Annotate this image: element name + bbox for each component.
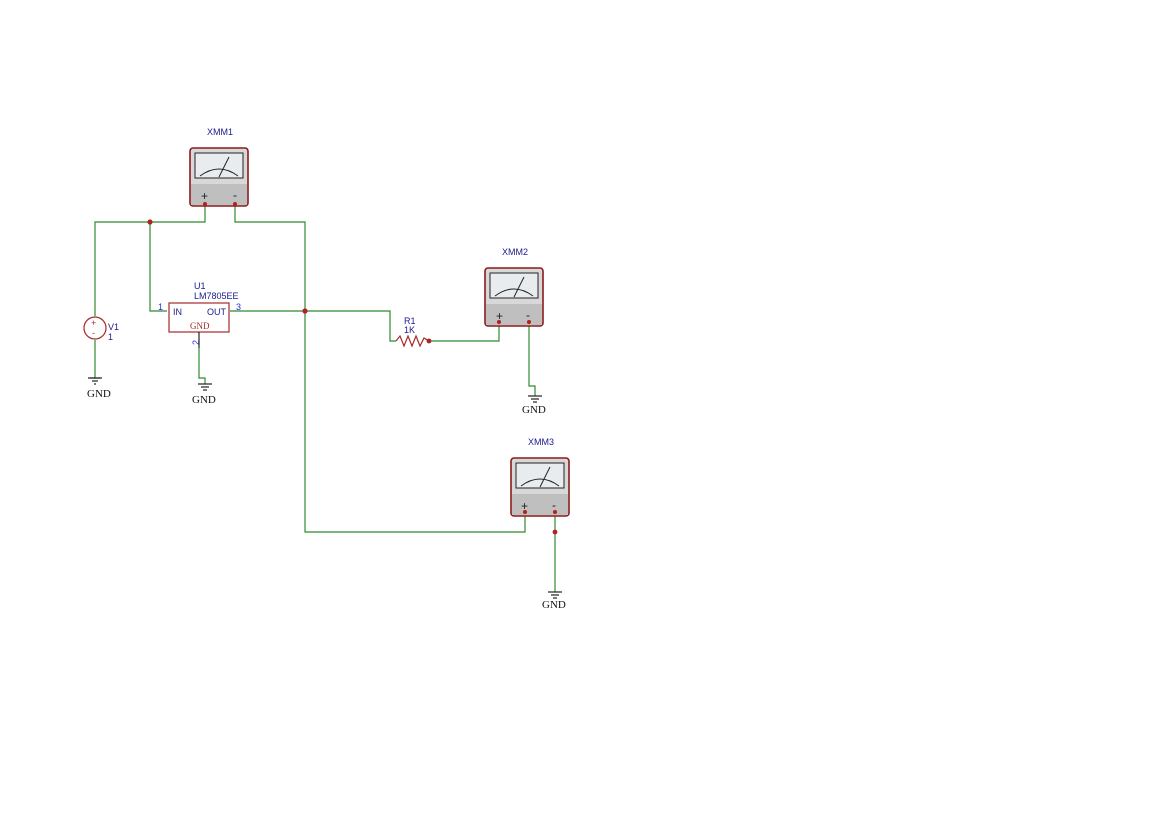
wire-u1-gnd-to-gnd <box>198 348 206 384</box>
wire-xmm1-minus-to-output <box>234 204 306 311</box>
xmm2-minus: - <box>526 308 530 322</box>
ground-1: GND <box>87 377 111 400</box>
xmm3-minus: - <box>552 498 556 512</box>
xmm2-needle-icon <box>513 276 525 298</box>
v1-value: 1 <box>108 332 113 342</box>
gnd-label-3: GND <box>522 404 546 416</box>
xmm2-plus: + <box>496 309 503 323</box>
ground-4: GND <box>542 591 566 611</box>
gnd-label-2: GND <box>192 394 216 406</box>
xmm3-needle-icon <box>539 466 551 488</box>
xmm2-label: XMM2 <box>502 247 528 257</box>
xmm3-plus: + <box>521 499 528 513</box>
u1-ref: U1 <box>194 281 206 291</box>
junction-xmm3-minus <box>552 529 558 535</box>
u1-pin3: 3 <box>236 302 241 312</box>
r1-value: 1K <box>404 325 415 335</box>
r1-zigzag-icon <box>395 334 430 348</box>
regulator-u1[interactable]: U1 LM7805EE 1 3 2 IN OUT GND <box>158 281 241 348</box>
multimeter-xmm2[interactable]: XMM2 + - <box>484 247 544 327</box>
gnd-label-4: GND <box>542 599 566 611</box>
u1-pin-gnd: GND <box>190 321 210 331</box>
v1-minus: - <box>92 328 95 338</box>
gnd-label-1: GND <box>87 388 111 400</box>
junction-output-node <box>302 308 308 314</box>
u1-pin2: 2 <box>191 340 201 345</box>
multimeter-xmm3[interactable]: XMM3 + - <box>510 437 570 517</box>
multimeter-xmm1[interactable]: XMM1 + - <box>189 127 249 207</box>
wire-output-to-xmm3-plus <box>304 311 526 533</box>
v1-plus: + <box>91 318 96 328</box>
xmm3-label: XMM3 <box>528 437 554 447</box>
u1-pin1: 1 <box>158 302 163 312</box>
xmm1-label: XMM1 <box>207 127 233 137</box>
wire-node-to-u1-in <box>149 222 167 312</box>
junction-input-node <box>147 219 153 225</box>
u1-pin-out: OUT <box>207 307 227 317</box>
u1-part: LM7805EE <box>194 291 239 301</box>
resistor-r1[interactable]: R1 1K <box>395 316 430 348</box>
wire-u1-out-to-r1 <box>230 310 396 342</box>
wire-xmm2-minus-to-gnd <box>528 322 536 396</box>
voltage-source-v1[interactable]: + - V1 1 <box>83 316 119 342</box>
xmm1-minus: - <box>233 188 237 202</box>
v1-ref: V1 <box>108 322 119 332</box>
ground-3: GND <box>522 395 546 416</box>
xmm1-plus: + <box>201 189 208 203</box>
u1-pin-in: IN <box>173 307 182 317</box>
wire-r1-to-xmm2-plus <box>429 322 500 342</box>
wires <box>94 204 556 592</box>
ground-2: GND <box>192 383 216 406</box>
v1-body <box>83 316 107 340</box>
xmm1-needle-icon <box>218 156 230 178</box>
r1-ref: R1 <box>404 316 416 326</box>
